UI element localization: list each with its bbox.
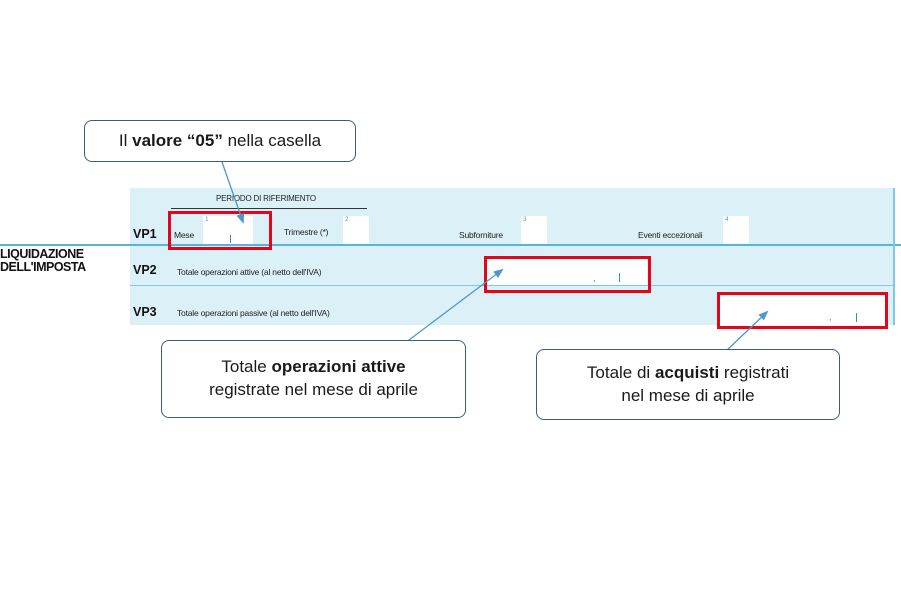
vp3-digit-separator [856,313,857,322]
arrow-to-mese [221,161,245,224]
callout-right-bold: acquisti [654,363,720,382]
period-underline [171,208,367,209]
arrow-to-vp3 [724,310,769,353]
vp3-code: VP3 [133,305,157,319]
callout-right-pre: Totale di [586,363,655,382]
mese-label: Mese [174,230,194,240]
vp3-label: Totale operazioni passive (al netto dell… [177,308,330,318]
mese-digit-separator [230,235,231,243]
vp2-digit-separator [619,273,620,282]
section-label-line2: DELL'IMPOSTA [0,260,86,274]
eventi-index: 4 [725,216,729,223]
trimestre-field[interactable] [343,216,369,244]
period-title: PERIODO DI RIFERIMENTO [216,194,316,203]
trimestre-label: Trimestre (*) [284,227,329,237]
callout-operazioni-attive: Totale operazioni attive registrate nel … [161,340,466,418]
highlight-mese [168,211,272,250]
callout-left-line2: registrate nel mese di aprile [209,380,418,399]
callout-right-line2: nel mese di aprile [621,386,755,405]
callout-mese-pre: Il [118,131,133,150]
subforniture-field[interactable] [521,216,547,244]
mese-index: 1 [205,216,209,223]
eventi-field[interactable] [723,216,749,244]
subforniture-label: Subforniture [459,230,503,240]
arrow-to-vp2 [404,268,504,344]
highlight-vp3 [717,292,888,329]
callout-right-post: registrati [719,363,790,382]
section-label-line1: LIQUIDAZIONE [0,247,84,261]
vp3-decimal-comma: , [829,312,832,322]
vp2-decimal-comma: , [593,273,596,283]
vp2-label: Totale operazioni attive (al netto dell'… [177,267,322,277]
section-divider [0,244,901,246]
subforniture-index: 3 [523,216,527,223]
callout-mese-post: nella casella [222,131,322,150]
vp1-code: VP1 [133,227,157,241]
callout-left-pre: Totale [221,357,272,376]
highlight-vp2 [484,256,651,293]
callout-mese-bold: valore “05” [132,131,223,150]
callout-left-bold: operazioni attive [271,357,406,376]
vp3-amount-field[interactable] [719,296,885,325]
mese-field[interactable] [203,216,253,244]
callout-mese: Il valore “05” nella casella [84,120,356,162]
vp2-amount-field[interactable] [487,258,647,285]
row-divider-vp2-vp3 [130,285,893,286]
trimestre-index: 2 [345,216,349,223]
vp2-code: VP2 [133,263,157,277]
section-label: LIQUIDAZIONE DELL'IMPOSTA [0,248,125,274]
form-right-border [893,188,895,325]
callout-acquisti: Totale di acquisti registrati nel mese d… [536,349,840,420]
eventi-label: Eventi eccezionali [638,230,703,240]
